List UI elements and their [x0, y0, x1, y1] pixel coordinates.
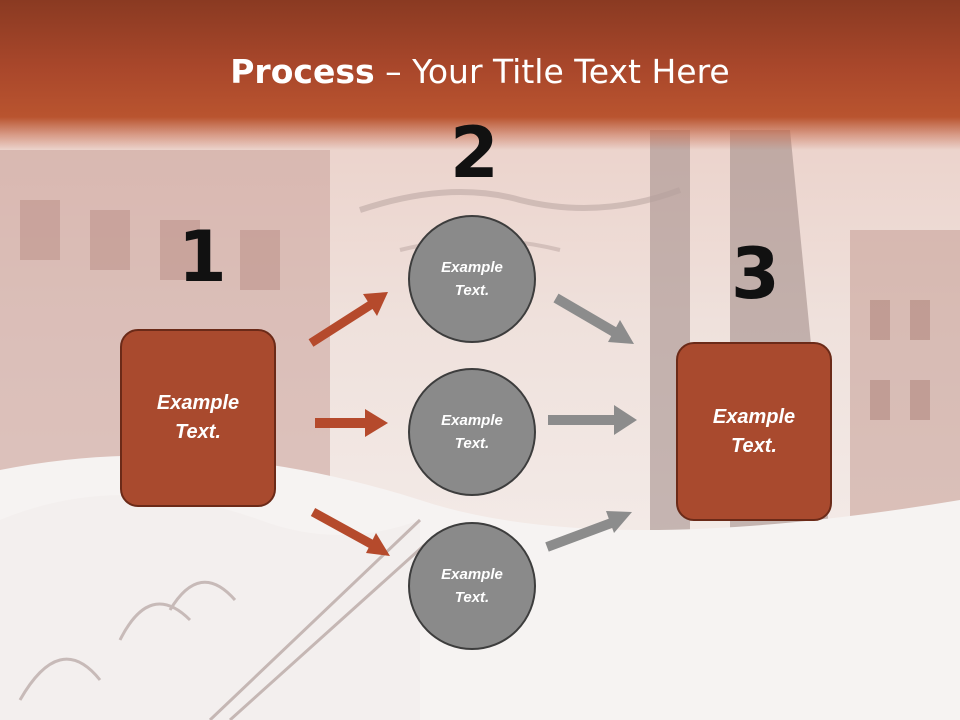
- start-box: Example Text.: [120, 329, 276, 507]
- title-bold: Process: [230, 52, 375, 91]
- step-circle-bottom: Example Text.: [408, 522, 536, 650]
- circle-middle-line2: Text.: [454, 435, 490, 452]
- circle-top-line1: Example: [441, 259, 503, 276]
- title-rest: – Your Title Text Here: [374, 52, 730, 91]
- start-box-line1: Example: [156, 392, 240, 414]
- circle-middle-line1: Example: [441, 412, 503, 429]
- start-box-line2: Text.: [175, 421, 221, 443]
- title-bar: [0, 0, 960, 150]
- step-number-2: 2: [450, 112, 499, 194]
- slide-title: Process – Your Title Text Here: [0, 52, 960, 91]
- end-box: Example Text.: [676, 342, 832, 521]
- step-number-1: 1: [178, 216, 227, 298]
- circle-top-line2: Text.: [454, 282, 490, 299]
- step-number-3: 3: [731, 233, 780, 315]
- circle-bottom-line1: Example: [441, 566, 503, 583]
- end-box-line1: Example: [712, 405, 796, 428]
- circle-bottom-line2: Text.: [454, 589, 490, 606]
- step-circle-top: Example Text.: [408, 215, 536, 343]
- step-circle-middle: Example Text.: [408, 368, 536, 496]
- end-box-line2: Text.: [731, 434, 777, 457]
